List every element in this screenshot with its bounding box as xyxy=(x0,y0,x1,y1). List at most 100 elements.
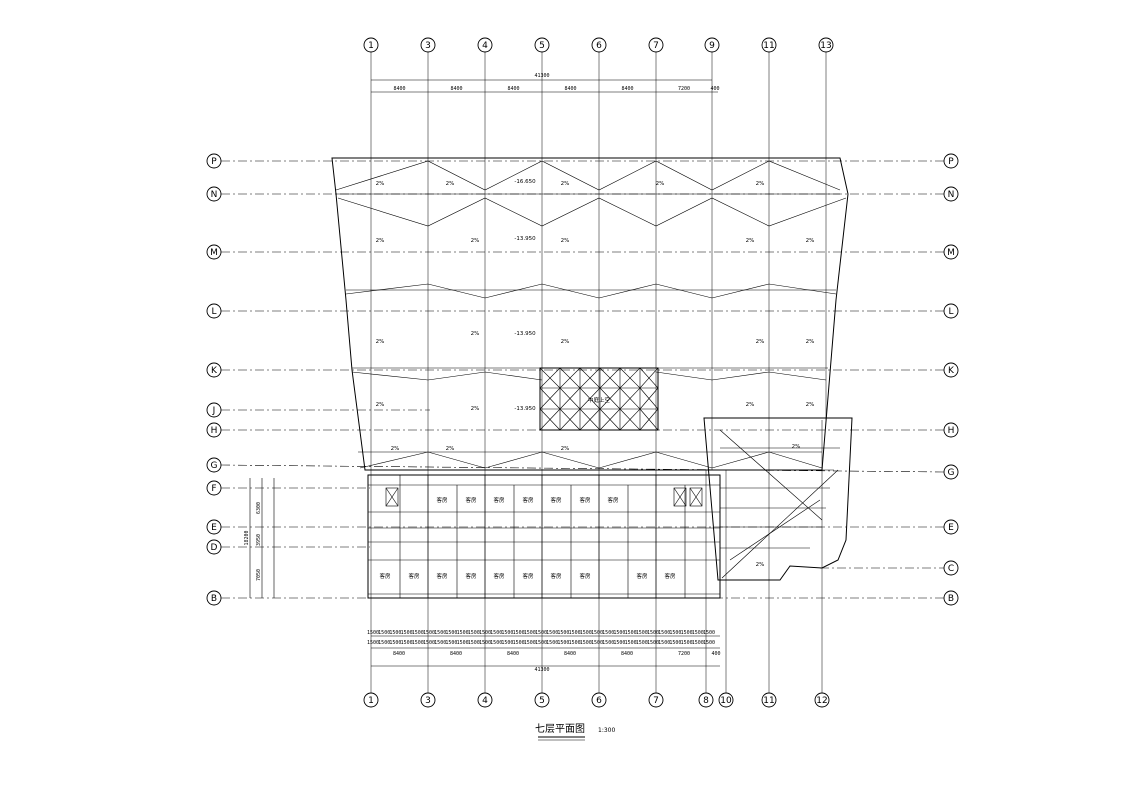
bottom-sub-dimension: 1500 xyxy=(569,640,581,646)
bottom-total-dimension: 41300 xyxy=(534,667,549,673)
grid-bubble-bottom-6: 6 xyxy=(591,692,607,708)
room-label: 客房 xyxy=(579,572,591,580)
slope-label: 2% xyxy=(756,181,765,187)
vertical-grid-lines xyxy=(370,52,827,693)
bottom-sub-dimension: 1500 xyxy=(557,630,569,636)
bottom-sub-dimension: 1500 xyxy=(513,640,525,646)
elevation-label: -13.950 xyxy=(514,236,536,242)
room-label: 客房 xyxy=(550,572,562,580)
bottom-sub-dimension: 1500 xyxy=(636,630,648,636)
bottom-sub-dimension: 1500 xyxy=(434,640,446,646)
room-label: 客房 xyxy=(522,496,534,504)
grid-bubble-left-E-label: E xyxy=(211,523,217,533)
bottom-sub-dimension: 1500 xyxy=(625,630,637,636)
left-dim-2: 3950 xyxy=(256,534,262,546)
bottom-sub-dimension: 1500 xyxy=(546,640,558,646)
bottom-sub-dimension: 1500 xyxy=(591,630,603,636)
bottom-sub-dimension: 1500 xyxy=(681,630,693,636)
grid-bubble-right-G: G xyxy=(943,464,959,480)
bottom-sub-dimension: 1500 xyxy=(479,630,491,636)
drainage-zigzags xyxy=(335,160,847,469)
grid-bubble-top-11-label: 11 xyxy=(763,41,774,51)
bottom-sub-dimension: 1500 xyxy=(367,640,379,646)
bottom-sub-dimension: 1500 xyxy=(479,640,491,646)
left-dim-total: 18200 xyxy=(244,530,250,545)
grid-bubble-left-N-label: N xyxy=(211,190,218,200)
grid-bubble-left-K-label: K xyxy=(211,366,218,376)
grid-bubble-left-L-label: L xyxy=(211,307,216,317)
grid-bubble-left-P: P xyxy=(206,153,222,169)
room-label: 客房 xyxy=(465,496,477,504)
bottom-sub-dimension: 1500 xyxy=(602,640,614,646)
bottom-sub-dimension: 1500 xyxy=(535,630,547,636)
room-label: 客房 xyxy=(550,496,562,504)
top-bay-dimension: 7200 xyxy=(678,86,690,92)
bottom-sub-dimension: 1500 xyxy=(613,640,625,646)
elevation-label: -13.950 xyxy=(514,331,536,337)
drawing-title-block: 七层平面图 1:300 xyxy=(535,723,615,741)
room-label: 客房 xyxy=(664,572,676,580)
room-labels: 客房客房客房客房客房客房客房客房客房客房客房客房客房客房客房客房客房 xyxy=(379,496,676,580)
bottom-sub-dimension: 1500 xyxy=(501,630,513,636)
grid-bubble-top-1: 1 xyxy=(363,37,379,53)
grid-bubble-left-M-label: M xyxy=(210,248,218,258)
bottom-sub-dimension: 1500 xyxy=(692,640,704,646)
grid-bubble-top-1-label: 1 xyxy=(368,41,374,51)
bottom-sub-dimension: 1500 xyxy=(468,640,480,646)
grid-bubble-top-9-label: 9 xyxy=(709,41,715,51)
grid-bubble-top-13: 13 xyxy=(818,37,834,53)
top-bay-dimension: 8400 xyxy=(621,86,633,92)
grid-bubble-top-4: 4 xyxy=(477,37,493,53)
bottom-bay-dimension: 8400 xyxy=(507,651,519,657)
grid-bubble-left-D: D xyxy=(206,539,222,555)
bottom-sub-dimension: 1500 xyxy=(445,640,457,646)
bottom-sub-dimension: 1500 xyxy=(580,630,592,636)
slope-label: 2% xyxy=(806,402,815,408)
grid-bubble-bottom-12-label: 12 xyxy=(816,696,827,706)
grid-bubble-bottom-11: 11 xyxy=(761,692,777,708)
bottom-sub-dimension: 1500 xyxy=(412,630,424,636)
bottom-sub-dimension: 1500 xyxy=(580,640,592,646)
bottom-sub-dimension: 1500 xyxy=(535,640,547,646)
bottom-sub-dimension: 1500 xyxy=(703,640,715,646)
bottom-sub-dimension: 1500 xyxy=(591,640,603,646)
bottom-sub-dimension: 1500 xyxy=(524,630,536,636)
room-label: 客房 xyxy=(493,496,505,504)
elevation-label: -16.650 xyxy=(514,179,536,185)
grid-bubble-bottom-12: 12 xyxy=(814,692,830,708)
bottom-bay-dimension: 400 xyxy=(711,651,720,657)
grid-bubble-bottom-7-label: 7 xyxy=(653,696,659,706)
slope-label: 2% xyxy=(376,402,385,408)
slope-label: 2% xyxy=(746,238,755,244)
grid-bubble-left-F-label: F xyxy=(211,484,216,494)
bottom-sub-dimension: 1500 xyxy=(669,640,681,646)
slope-label: 2% xyxy=(756,562,765,568)
top-bay-dimension: 8400 xyxy=(393,86,405,92)
top-bay-dimension: 400 xyxy=(710,86,719,92)
bottom-sub-dimension: 1500 xyxy=(389,630,401,636)
grid-bubble-left-N: N xyxy=(206,186,222,202)
bottom-sub-dimension: 1500 xyxy=(625,640,637,646)
bottom-sub-dimension: 1500 xyxy=(378,630,390,636)
bottom-sub-dimensions: 1500150015001500150015001500150015001500… xyxy=(367,630,715,646)
bottom-sub-dimension: 1500 xyxy=(569,630,581,636)
grid-bubble-left-G-label: G xyxy=(211,461,218,471)
grid-bubble-left-H-label: H xyxy=(211,426,218,436)
grid-bubble-bottom-10: 10 xyxy=(718,692,734,708)
room-label: 客房 xyxy=(522,572,534,580)
grid-bubble-top-6-label: 6 xyxy=(596,41,602,51)
grid-bubble-bottom-1-label: 1 xyxy=(368,696,374,706)
bottom-sub-dimension: 1500 xyxy=(423,630,435,636)
bottom-sub-dimension: 1500 xyxy=(389,640,401,646)
top-bay-dimension: 8400 xyxy=(450,86,462,92)
slope-label: 2% xyxy=(376,238,385,244)
left-dim-3: 7050 xyxy=(256,569,262,581)
bottom-sub-dimension: 1500 xyxy=(401,640,413,646)
grid-bubble-left-P-label: P xyxy=(211,157,217,167)
grid-bubble-top-13-label: 13 xyxy=(820,41,831,51)
